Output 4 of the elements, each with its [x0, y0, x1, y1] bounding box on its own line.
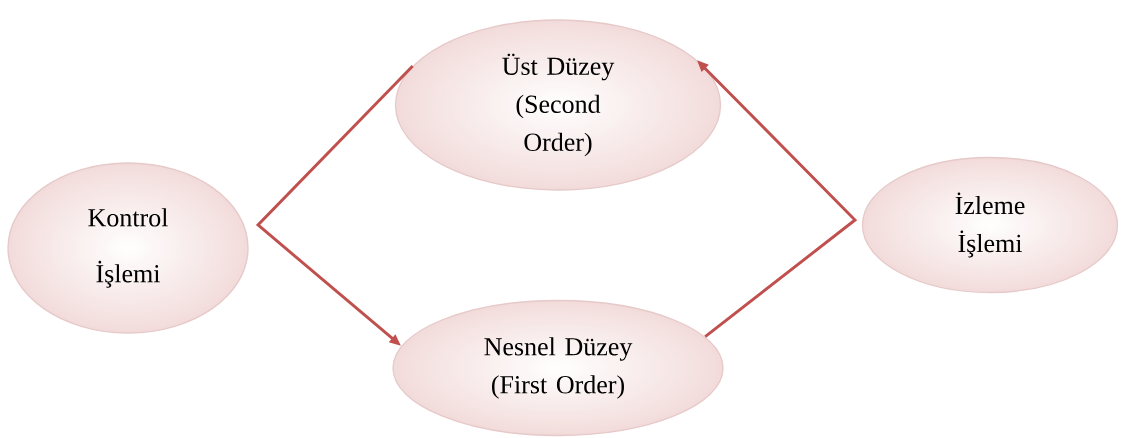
ellipse-node: Kontrol İşlemi	[7, 162, 249, 334]
ellipse-node: İzleme İşlemi	[861, 156, 1119, 294]
ellipse-node: Nesnel Düzey (First Order)	[392, 299, 724, 437]
ellipse-node: Üst Düzey (Second Order)	[394, 19, 722, 191]
